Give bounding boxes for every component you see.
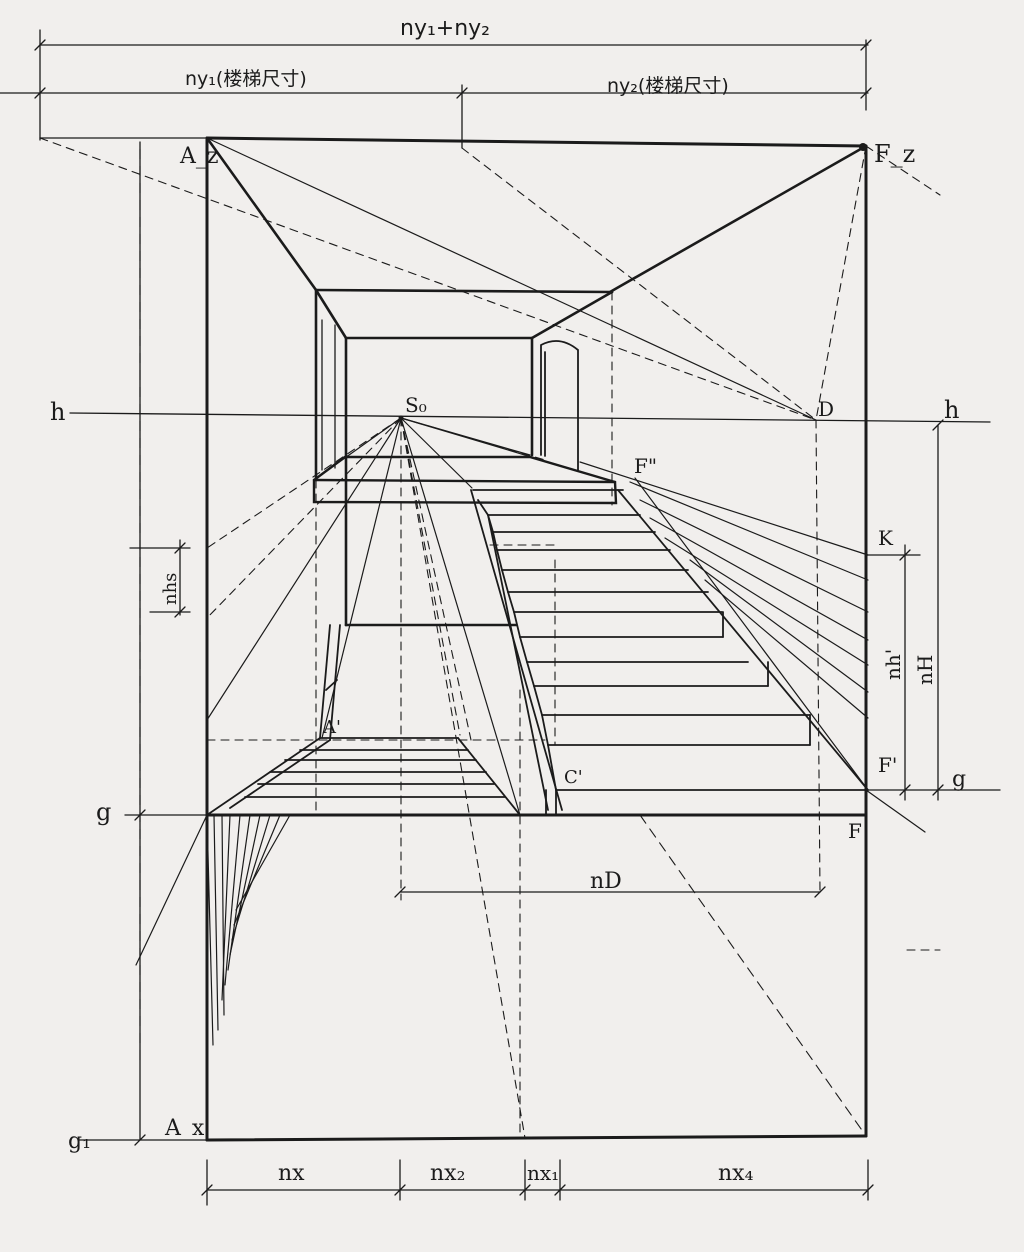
- label-nx4: nx₄: [718, 1161, 754, 1186]
- label-g-right: g: [952, 767, 966, 792]
- label-K: K: [878, 526, 894, 550]
- label-h-right: h: [944, 396, 959, 424]
- F-z-point: [859, 143, 867, 151]
- lower-staircase: [206, 624, 521, 816]
- label-A-x: A_x: [164, 1116, 205, 1141]
- label-nx2: nx₂: [430, 1161, 465, 1186]
- right-dimensions: [865, 419, 1001, 801]
- label-nH: nH: [913, 655, 937, 685]
- label-g1: g₁: [68, 1129, 91, 1154]
- right-door: [540, 340, 579, 471]
- label-S0: S₀: [405, 393, 427, 417]
- left-dimensions: [79, 141, 208, 1146]
- horizon-line: [69, 412, 991, 423]
- label-A-z: A_z: [179, 144, 218, 169]
- upper-staircase: [470, 489, 869, 816]
- label-F-z: F_z: [874, 140, 915, 168]
- rays-to-D: [206, 137, 817, 421]
- label-F-prime: F': [878, 753, 897, 777]
- room-edges: [205, 136, 868, 627]
- label-nh-prime: nh': [881, 649, 905, 680]
- label-h-left: h: [50, 398, 65, 426]
- label-A-prime: A': [322, 717, 341, 738]
- label-nhs: nhs: [160, 573, 181, 605]
- label-nD: nD: [590, 869, 622, 894]
- label-C-prime: C': [564, 767, 583, 788]
- label-ny1: ny₁(楼梯尺寸): [185, 68, 307, 90]
- dashed-rays-from-S0: [206, 417, 546, 1139]
- S0-point: [398, 415, 404, 421]
- bottom-dimensions: [201, 886, 874, 1206]
- label-D: D: [818, 397, 834, 421]
- dashed-rays-to-D: [39, 137, 941, 1139]
- label-ny2: ny₂(楼梯尺寸): [607, 75, 729, 97]
- label-total-width: ny₁+ny₂: [400, 16, 490, 41]
- top-dimensions: [0, 29, 872, 149]
- rays-to-F-prime: [579, 461, 926, 833]
- left-door: [321, 319, 336, 471]
- label-F: F: [848, 819, 862, 843]
- label-nx: nx: [278, 1161, 305, 1186]
- hatch-lines: [135, 814, 291, 1046]
- label-g-left: g: [96, 798, 111, 826]
- picture-plane-frame: [205, 136, 868, 1142]
- label-nx1: nx₁: [527, 1161, 559, 1185]
- label-F-double-prime: F": [634, 454, 657, 478]
